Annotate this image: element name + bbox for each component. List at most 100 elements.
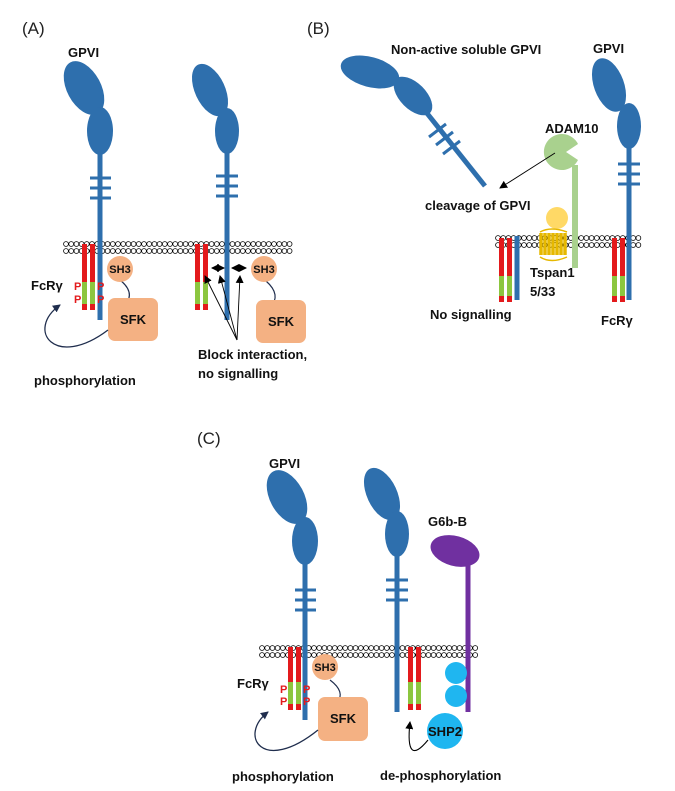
panel-b: (B) Non-active soluble GPVI GPVI — [307, 19, 641, 328]
shp2-label: SHP2 — [428, 724, 462, 739]
lipid-bead — [368, 652, 375, 658]
lipid-bead — [281, 241, 288, 247]
lipid-bead — [311, 645, 317, 651]
lipid-bead — [271, 241, 277, 247]
lipid-bead — [321, 645, 328, 651]
soluble-gpvi — [340, 55, 487, 188]
lipid-bead — [274, 645, 281, 651]
lipid-bead — [240, 248, 246, 254]
no-signalling-label: No signalling — [430, 307, 512, 322]
shp2-phosphatase — [427, 662, 467, 749]
lipid-bead — [229, 241, 236, 247]
panel-b-fcr-label: FcRγ — [601, 313, 634, 328]
lipid-bead — [326, 645, 333, 651]
lipid-bead — [420, 652, 427, 658]
lipid-bead — [151, 241, 158, 247]
lipid-bead — [425, 652, 432, 658]
lipid-bead — [115, 241, 121, 247]
lipid-bead — [441, 652, 447, 658]
lipid-bead — [583, 235, 590, 241]
lipid-bead — [316, 645, 323, 651]
lipid-bead — [68, 241, 74, 247]
lipid-bead — [472, 645, 479, 651]
lipid-bead — [162, 248, 168, 254]
lipid-bead — [214, 248, 220, 254]
lipid-bead — [526, 235, 532, 241]
block-label-line2: no signalling — [198, 366, 278, 381]
lipid-bead — [383, 652, 390, 658]
lipid-bead — [156, 248, 163, 254]
gpvi-receptor-b — [591, 58, 641, 300]
dephosphorylation-label: de-phosphorylation — [380, 768, 501, 783]
lipid-bead — [435, 645, 442, 651]
lipid-bead — [526, 242, 532, 248]
phospho-p: P — [303, 696, 310, 708]
lipid-bead — [259, 652, 265, 658]
lipid-bead — [73, 248, 80, 254]
lipid-bead — [472, 652, 479, 658]
lipid-bead — [250, 241, 257, 247]
lipid-bead — [342, 645, 349, 651]
lipid-bead — [279, 645, 286, 651]
phosphorylation-label-a: phosphorylation — [34, 373, 136, 388]
lipid-bead — [286, 248, 293, 254]
lipid-bead — [120, 241, 126, 247]
lipid-bead — [456, 652, 463, 658]
lipid-bead — [265, 241, 272, 247]
lipid-bead — [521, 235, 527, 241]
lipid-bead — [311, 652, 317, 658]
lipid-bead — [435, 652, 442, 658]
lipid-bead — [430, 645, 437, 651]
lipid-bead — [264, 652, 271, 658]
lipid-bead — [430, 652, 437, 658]
lipid-bead — [271, 248, 277, 254]
lipid-bead — [352, 652, 359, 658]
lipid-bead — [156, 241, 163, 247]
block-label-line1: Block interaction, — [198, 347, 307, 362]
lipid-bead — [635, 242, 642, 248]
lipid-bead — [331, 645, 338, 651]
phospho-p: P — [97, 281, 104, 293]
sfk-kinase-a1 — [108, 298, 158, 341]
sfk-label-a1: SFK — [120, 312, 147, 327]
cleavage-arrow — [499, 152, 556, 189]
lipid-bead — [331, 652, 338, 658]
lipid-bead — [172, 241, 179, 247]
lipid-bead — [274, 652, 281, 658]
lipid-bead — [259, 645, 265, 651]
lipid-bead — [245, 248, 251, 254]
lipid-bead — [279, 652, 286, 658]
lipid-bead — [182, 248, 189, 254]
lipid-bead — [63, 248, 69, 254]
lipid-bead — [456, 645, 463, 651]
lipid-bead — [136, 241, 142, 247]
lipid-bead — [219, 248, 225, 254]
lipid-bead — [604, 242, 610, 248]
lipid-bead — [255, 248, 262, 254]
sfk-kinase-c — [318, 697, 368, 741]
lipid-bead — [167, 248, 173, 254]
lipid-bead — [521, 242, 527, 248]
lipid-bead — [250, 248, 257, 254]
lipid-bead — [188, 248, 194, 254]
lipid-bead — [337, 652, 343, 658]
lipid-bead — [347, 652, 354, 658]
panel-c: (C) GPVI G6b-B FcRγ P P P P SH3 SFK — [197, 429, 501, 784]
lipid-bead — [234, 248, 241, 254]
lipid-bead — [635, 235, 642, 241]
lipid-bead — [276, 241, 283, 247]
adam10 — [543, 134, 578, 268]
lipid-bead — [363, 652, 369, 658]
lipid-bead — [240, 241, 246, 247]
lipid-bead — [378, 645, 385, 651]
lipid-bead — [264, 645, 271, 651]
lipid-bead — [141, 248, 147, 254]
phospho-p: P — [303, 684, 310, 696]
fcr-gamma-a1 — [82, 244, 95, 310]
lipid-bead — [593, 235, 600, 241]
lipid-bead — [373, 652, 380, 658]
gpvi-receptor-a2 — [191, 63, 239, 320]
lipid-bead — [347, 645, 354, 651]
lipid-bead — [399, 645, 406, 651]
lipid-bead — [368, 645, 375, 651]
